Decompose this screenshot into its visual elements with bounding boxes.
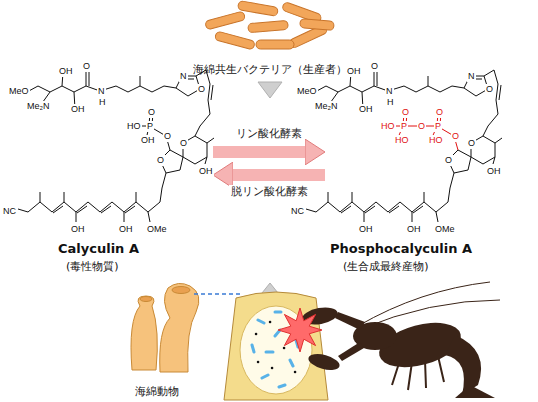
atom-label: P	[434, 121, 442, 132]
atom-label: N	[467, 71, 476, 82]
atom-label: OH	[198, 166, 214, 177]
atom-label: HO	[126, 121, 142, 132]
atom-label: NC	[2, 206, 17, 217]
atom-label: OH	[358, 104, 374, 115]
phosphocalyculin-structure	[306, 70, 502, 222]
bacterium	[300, 19, 335, 31]
atom-label: NC	[290, 206, 305, 217]
atom-label: OMe	[146, 224, 168, 235]
calyculin-structure	[18, 70, 214, 222]
claw-arm	[338, 342, 364, 361]
atom-label: OH	[58, 66, 74, 77]
down-triangle	[258, 82, 282, 98]
claw	[307, 351, 342, 373]
pyrophosphate-bonds	[385, 112, 458, 150]
bacterium	[237, 1, 278, 17]
atom-label: OH	[346, 66, 362, 77]
atom-label: O	[197, 84, 206, 95]
sponge-body	[160, 283, 199, 372]
compound-panel: Phosphocalyculin A (生合成最終産物)	[325, 55, 533, 278]
producer-label: 海綿共生バクテリア（生産者）	[190, 61, 350, 78]
atom-label: OH	[486, 166, 502, 177]
node-subtitle: (毒性物質)	[66, 259, 119, 274]
tissue-wall	[224, 292, 328, 400]
atom-label: O	[147, 107, 156, 118]
node-title: 海綿共生バクテリア（生産者）	[193, 62, 347, 77]
sponge-tissue	[224, 292, 328, 400]
node-title: Calyculin A	[58, 241, 139, 256]
enzyme-arrow	[213, 146, 311, 158]
sponge-opening	[140, 297, 152, 302]
atom-label: O	[401, 107, 410, 118]
tail	[445, 335, 481, 395]
sponge-body	[131, 296, 157, 370]
tail-fan	[455, 385, 495, 398]
atom-label: OH	[70, 104, 86, 115]
atom-label: OH	[140, 135, 156, 146]
atom-label: O	[485, 84, 494, 95]
atom-label: N	[97, 86, 106, 97]
node-title: Phosphocalyculin A	[330, 241, 472, 256]
atom-label: OH	[358, 224, 374, 235]
cell-dots	[256, 318, 295, 372]
atom-label: OH	[70, 224, 86, 235]
compound-panel: Calyculin A (毒性物質)	[4, 55, 213, 278]
atom-label: Me₂N	[26, 101, 51, 112]
bacteria	[205, 1, 335, 50]
bacterium	[256, 40, 294, 49]
atom-label: H	[386, 97, 395, 108]
atom-label: O	[156, 155, 165, 166]
atom-label: O	[163, 131, 172, 142]
node-title: 海綿動物	[135, 384, 179, 399]
sponge	[131, 283, 199, 372]
atom-label: MeO	[8, 86, 30, 97]
claw-arm	[335, 312, 365, 330]
atom-label: HO	[394, 135, 410, 146]
atom-label: O	[451, 131, 460, 142]
crayfish	[301, 282, 500, 398]
enzyme-arrow	[227, 169, 325, 181]
atom-label: OH	[118, 224, 134, 235]
atom-label: HO	[380, 121, 396, 132]
atom-label: HO	[428, 135, 444, 146]
atom-label: P	[400, 121, 408, 132]
sponge-opening	[172, 287, 190, 294]
bacterium	[214, 31, 255, 50]
atom-label: N	[179, 71, 188, 82]
bacterium	[205, 11, 246, 30]
toxic-burst	[278, 308, 322, 352]
atom-label: Me₂N	[314, 101, 339, 112]
atom-label: N	[385, 86, 394, 97]
atom-label: O	[179, 138, 188, 149]
atom-label: P	[146, 121, 154, 132]
node-subtitle: (生合成最終産物)	[343, 259, 429, 274]
atom-label: O	[467, 138, 476, 149]
atom-label: MeO	[296, 86, 318, 97]
zoom-line	[194, 293, 240, 295]
atom-label: OH	[406, 224, 422, 235]
bacterium	[248, 20, 289, 32]
atom-label: OMe	[434, 224, 456, 235]
atom-label: O	[435, 107, 444, 118]
atom-label: O	[444, 155, 453, 166]
atom-label: O	[370, 61, 379, 72]
atom-label: O	[82, 61, 91, 72]
enzyme-label: リン酸化酵素	[234, 127, 304, 140]
atom-label: O	[417, 121, 426, 132]
organism-label: 海綿動物	[132, 383, 182, 400]
atom-label: H	[98, 97, 107, 108]
enzyme-label: 脱リン酸化酵素	[229, 185, 310, 198]
